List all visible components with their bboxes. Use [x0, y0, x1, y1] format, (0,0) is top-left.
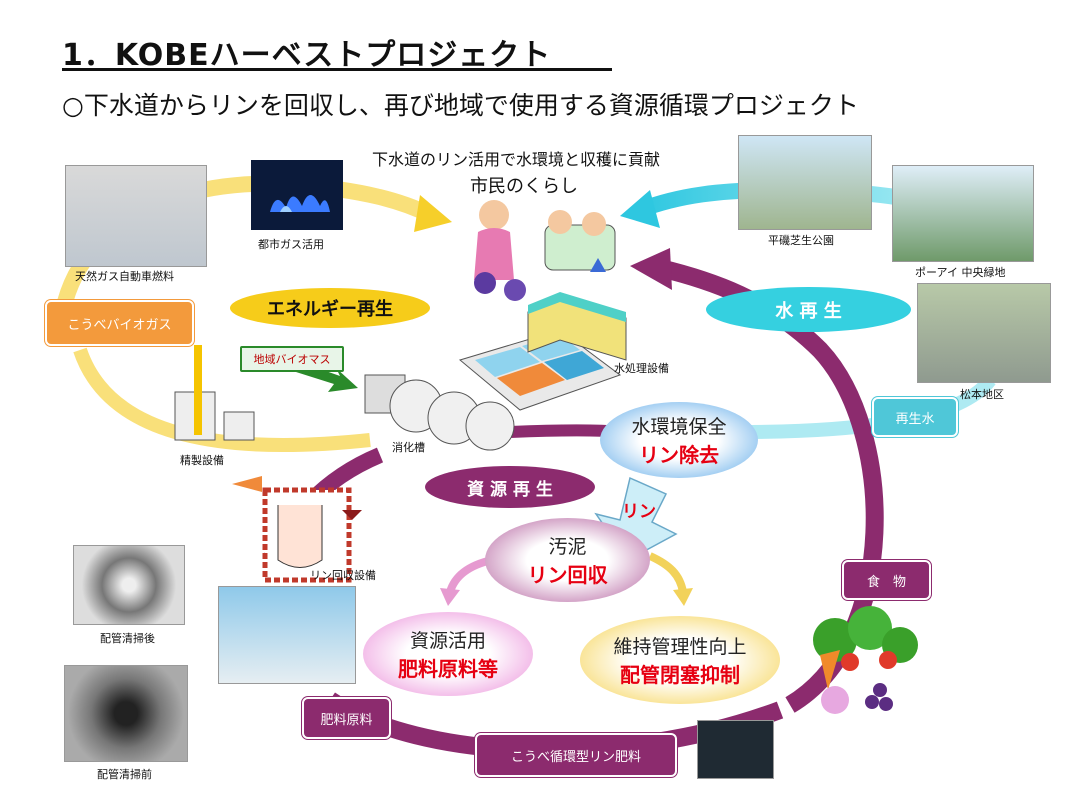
purification-caption: 精製設備 — [180, 454, 224, 467]
sludge-effect: リン回収 — [527, 563, 608, 587]
gas-flame-icon — [251, 160, 343, 230]
water-regen-label: 水 再 生 — [706, 287, 911, 332]
water-environment-title: 水環境保全 — [631, 416, 727, 438]
sludge-right-arrow — [648, 552, 687, 593]
pipe-after-photo — [73, 545, 185, 625]
water-treatment-illustration — [458, 292, 627, 411]
matsumoto-caption: 松本地区 — [960, 388, 1004, 401]
resource-arrowhead-top — [630, 248, 672, 290]
city-gas-caption: 都市ガス活用 — [258, 238, 324, 251]
center-caption: 下水道のリン活用で水環境と収穫に貢献 — [372, 150, 661, 169]
energy-arrowhead — [414, 195, 452, 232]
center-label: 市民のくらし — [470, 176, 578, 197]
phosphorus-recovery-caption: リン回収設備 — [310, 569, 376, 582]
water-arrowhead — [620, 190, 660, 228]
sludge-title: 汚泥 — [548, 536, 587, 558]
fruit-vegetable-icon — [813, 606, 918, 714]
citizens-illustration-icon — [474, 200, 616, 301]
recovery-tank-illustration — [232, 476, 362, 583]
port-island-photo — [892, 165, 1034, 262]
port-island-caption: ポーアイ 中央緑地 — [915, 266, 1006, 279]
purification-illustration — [174, 345, 255, 441]
fertilizer-pellets-photo — [697, 720, 774, 779]
water-environment-oval: 水環境保全 リン除去 — [600, 402, 758, 478]
maintenance-oval: 維持管理性向上 配管閉塞抑制 — [580, 616, 780, 704]
food-box: 食 物 — [842, 560, 931, 600]
fertilizer-material-box: 肥料原料 — [302, 697, 391, 739]
pipe-before-photo — [64, 665, 188, 762]
hiraiso-park-photo — [738, 135, 872, 230]
pipe-after-caption: 配管清掃後 — [100, 632, 155, 645]
water-environment-effect: リン除去 — [639, 443, 719, 467]
matsumoto-photo — [917, 283, 1051, 383]
digester-caption: 消化槽 — [392, 441, 425, 454]
resource-use-oval: 資源活用 肥料原料等 — [363, 612, 533, 696]
natural-gas-vehicle-photo — [65, 165, 207, 267]
energy-regen-label: エネルギー再生 — [230, 288, 430, 328]
pipe-before-caption: 配管清掃前 — [97, 768, 152, 781]
kobe-fertilizer-box: こうべ循環型リン肥料 — [475, 733, 677, 777]
page-subtitle: ○下水道からリンを回収し、再び地域で使用する資源循環プロジェクト — [62, 91, 859, 120]
water-treatment-caption: 水処理設備 — [614, 362, 669, 375]
resource-use-effect: 肥料原料等 — [398, 657, 498, 681]
hiraiso-park-caption: 平磯芝生公園 — [768, 234, 834, 247]
phosphorus-powder-photo — [218, 586, 356, 684]
sludge-oval: 汚泥 リン回収 — [485, 518, 650, 602]
kobe-biogas-box: こうべバイオガス — [45, 300, 194, 346]
maintenance-effect: 配管閉塞抑制 — [620, 663, 740, 687]
title-underline — [62, 68, 612, 71]
rin-arrow-label: リン — [622, 502, 656, 522]
natural-gas-vehicle-caption: 天然ガス自動車燃料 — [75, 270, 174, 283]
resource-use-title: 資源活用 — [409, 630, 486, 652]
page-title: 1．KOBEハーベストプロジェクト — [62, 38, 552, 73]
maintenance-title: 維持管理性向上 — [613, 636, 747, 658]
digester-illustration — [364, 374, 515, 451]
resource-regen-label: 資 源 再 生 — [425, 466, 595, 508]
reclaimed-water-box: 再生水 — [872, 397, 958, 437]
local-biomass-box: 地域バイオマス — [240, 346, 344, 372]
